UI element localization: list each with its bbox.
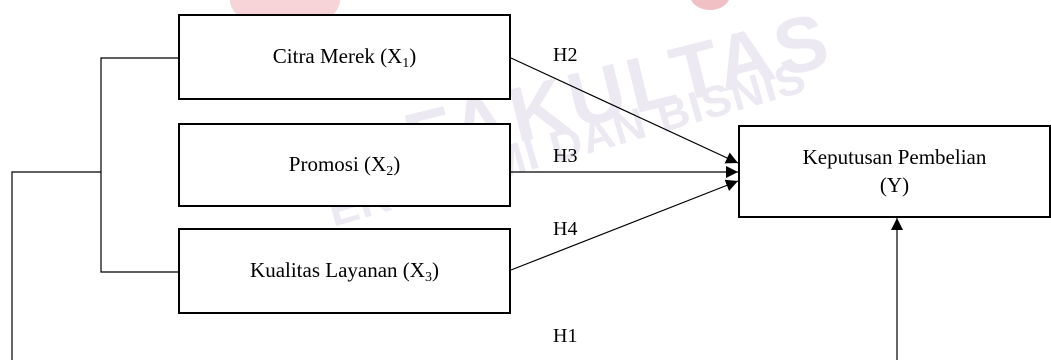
box-kualitas-layanan: Kualitas Layanan (X3) — [178, 228, 511, 314]
label-kualitas-layanan: Kualitas Layanan (X3) — [250, 258, 439, 286]
label-citra-merek: Citra Merek (X1) — [272, 44, 417, 72]
box-promosi: Promosi (X2) — [178, 123, 511, 207]
label-h4: H4 — [553, 218, 578, 240]
arrow-h4 — [510, 179, 739, 271]
line-h1-path — [11, 171, 101, 360]
label-promosi: Promosi (X2) — [288, 152, 401, 180]
label-h3: H3 — [553, 145, 578, 167]
bracket-independent-vars — [100, 57, 178, 273]
label-keputusan-line2: (Y) — [879, 172, 910, 197]
arrow-h2 — [510, 57, 739, 164]
label-h1: H1 — [553, 325, 578, 347]
label-h2: H2 — [553, 44, 578, 66]
label-keputusan-line1: Keputusan Pembelian — [802, 145, 987, 170]
box-keputusan-pembelian: Keputusan Pembelian (Y) — [738, 125, 1051, 218]
box-citra-merek: Citra Merek (X1) — [178, 14, 511, 100]
